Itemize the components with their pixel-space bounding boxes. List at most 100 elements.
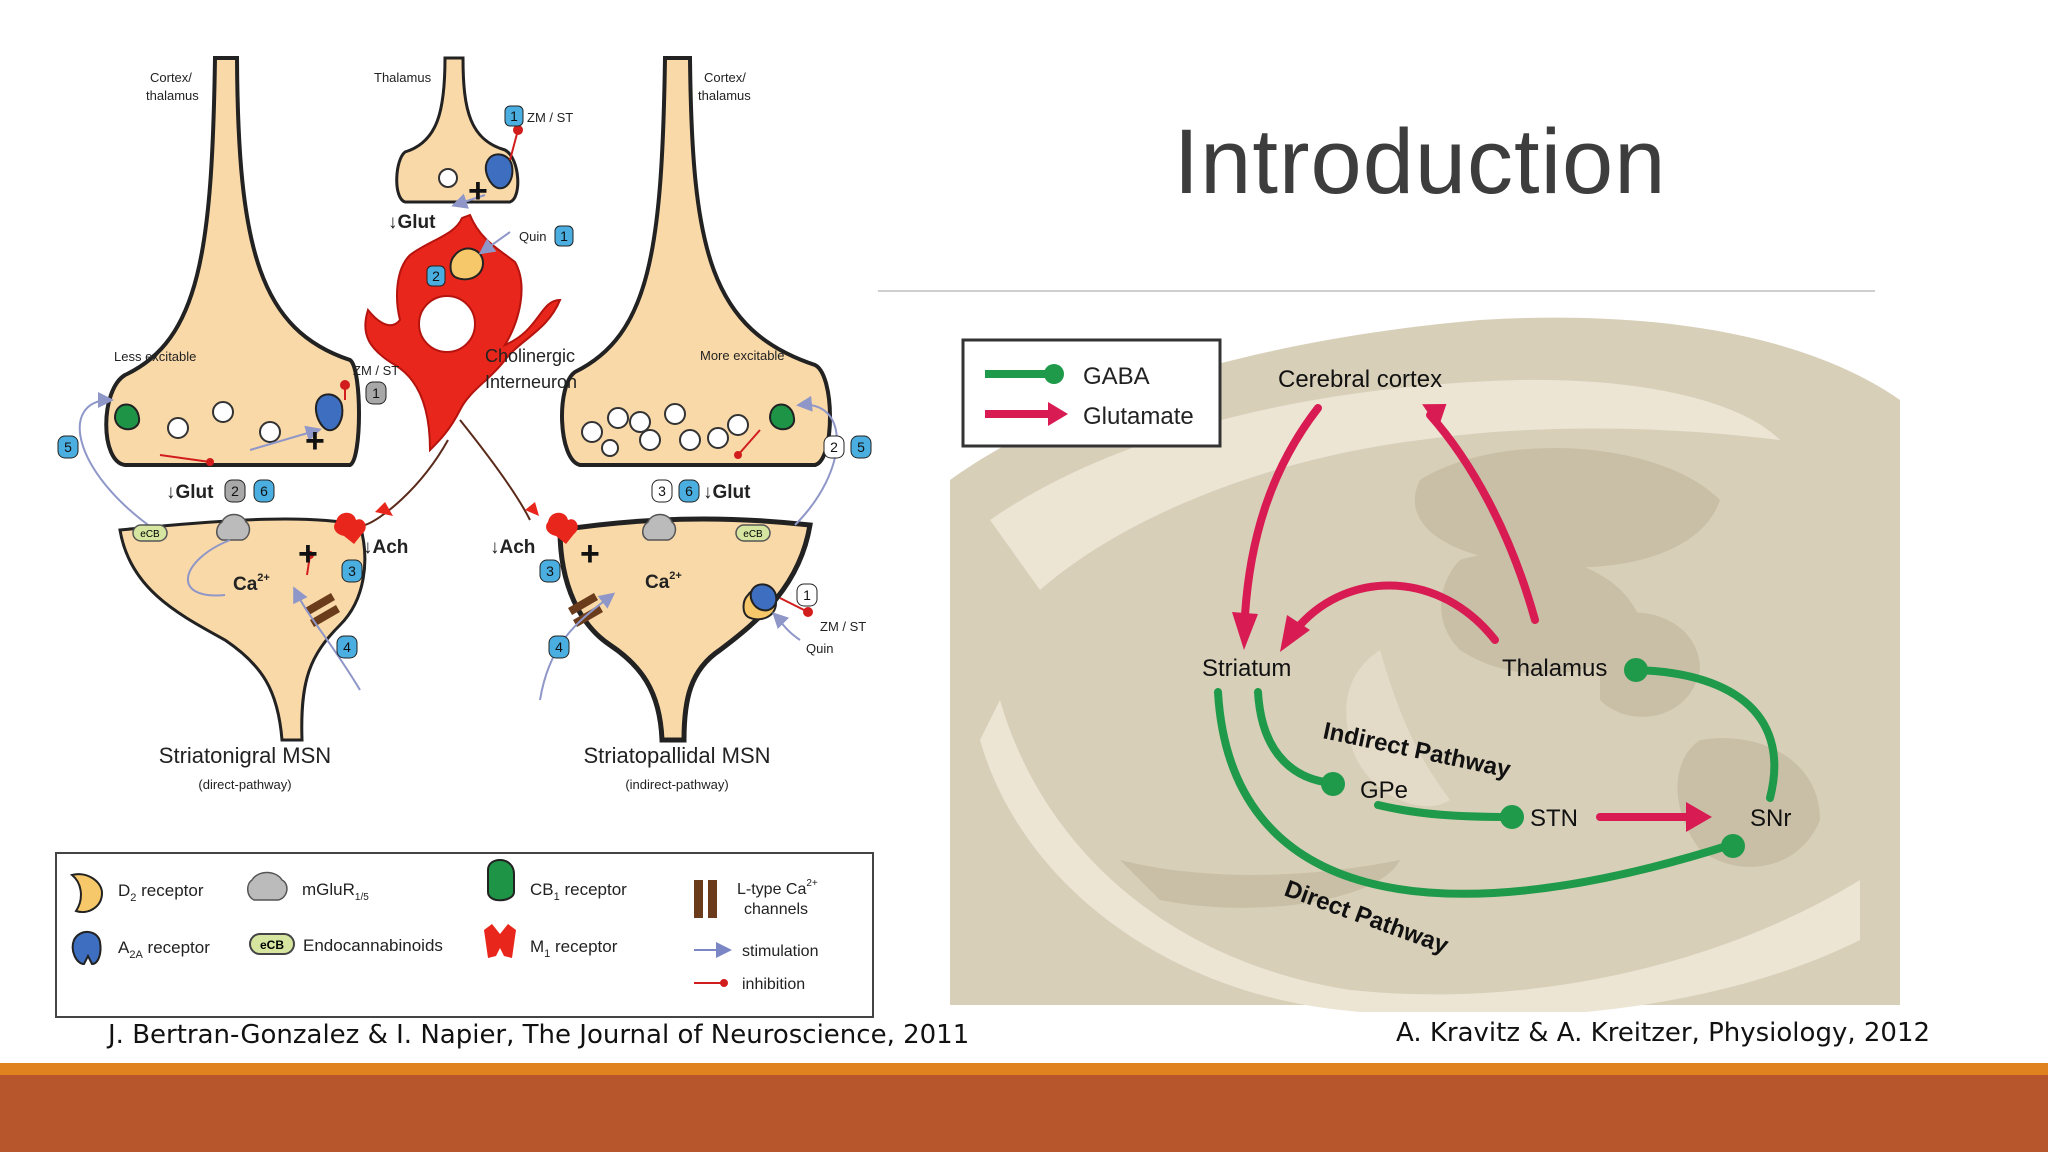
title-divider xyxy=(878,290,1875,292)
a2a-legend-icon xyxy=(71,931,102,966)
label-ca-right: Ca2+ xyxy=(645,570,682,593)
svg-text:inhibition: inhibition xyxy=(742,976,805,993)
svg-text:mGluR1/5: mGluR1/5 xyxy=(302,880,369,903)
svg-text:3: 3 xyxy=(546,563,554,579)
ecb-legend-icon xyxy=(249,933,295,955)
svg-text:3: 3 xyxy=(348,563,356,579)
thalamus-to-cortex-path xyxy=(1426,411,1539,624)
a2a-receptor-top xyxy=(484,153,514,190)
svg-text:5: 5 xyxy=(64,439,72,455)
basal-ganglia-diagram: GABA Glutamate xyxy=(948,312,1900,1012)
svg-text:+: + xyxy=(468,172,488,210)
right-presynaptic-terminal xyxy=(560,56,832,467)
svg-text:stimulation: stimulation xyxy=(742,943,818,960)
label-cholinergic-1: Cholinergic xyxy=(485,346,575,366)
svg-text:2: 2 xyxy=(432,268,440,284)
mglur-right xyxy=(642,513,677,541)
svg-text:+: + xyxy=(305,422,325,460)
svg-text:3: 3 xyxy=(658,483,666,499)
ecb-badge-left: eCB xyxy=(132,524,168,542)
legend-glutamate: Glutamate xyxy=(1083,403,1194,430)
a2a-receptor-right xyxy=(749,583,778,612)
svg-text:eCB: eCB xyxy=(743,529,763,540)
vesicles xyxy=(167,168,749,457)
pathway-legend: GABA Glutamate xyxy=(961,338,1222,448)
svg-text:2: 2 xyxy=(231,483,239,499)
label-zmst-left: ZM / ST xyxy=(353,363,399,378)
label-cortex-right: Cortex/ xyxy=(704,70,746,85)
label-glut-right: ↓Glut xyxy=(703,482,751,503)
label-cortex-left: Cortex/ xyxy=(150,70,192,85)
svg-text:6: 6 xyxy=(260,483,268,499)
label-quin-top: Quin xyxy=(519,229,546,244)
accent-line xyxy=(0,1063,2048,1075)
direct-pathway-path xyxy=(1214,688,1734,898)
label-thalamus-top: Thalamus xyxy=(374,70,432,85)
label-ach-right: ↓Ach xyxy=(490,537,535,558)
svg-text:1: 1 xyxy=(560,228,568,244)
label-cholinergic-2: Interneuron xyxy=(485,372,577,392)
svg-text:1: 1 xyxy=(510,108,518,124)
svg-text:+: + xyxy=(580,535,600,573)
cb1-legend-icon xyxy=(487,859,515,902)
svg-text:A2A receptor: A2A receptor xyxy=(118,938,210,961)
svg-text:channels: channels xyxy=(744,901,808,918)
svg-text:eCB: eCB xyxy=(140,529,160,540)
neuron-diagram: ++ ++ Cortex/ thalamus Thalamus Cortex/ … xyxy=(55,56,874,1018)
svg-text:M1 receptor: M1 receptor xyxy=(530,937,618,960)
a2a-receptor-left xyxy=(314,393,344,432)
d2-legend-icon xyxy=(69,873,104,913)
svg-text:CB1 receptor: CB1 receptor xyxy=(530,880,627,903)
l-type-legend-icon xyxy=(694,880,703,918)
cb1-receptor-left xyxy=(113,403,141,431)
label-striatum: Striatum xyxy=(1202,655,1291,682)
citation-left: J. Bertran-Gonzalez & I. Napier, The Jou… xyxy=(108,1020,970,1050)
m1-receptor-right xyxy=(546,512,578,544)
m1-receptor-left xyxy=(334,512,366,544)
footer-band xyxy=(0,1075,2048,1152)
label-thalamus-left: thalamus xyxy=(146,88,199,103)
label-zmst-top: ZM / ST xyxy=(527,110,573,125)
label-ca-left: Ca2+ xyxy=(233,572,270,595)
svg-text:1: 1 xyxy=(803,587,811,603)
label-snr: SNr xyxy=(1750,805,1791,832)
label-msn-right: Striatopallidal MSN xyxy=(583,743,770,768)
svg-text:1: 1 xyxy=(372,385,380,401)
svg-text:4: 4 xyxy=(343,639,351,655)
label-glut-top: ↓Glut xyxy=(388,212,436,233)
svg-text:L-type Ca2+: L-type Ca2+ xyxy=(737,878,818,898)
l-type-channel-right xyxy=(568,593,598,615)
left-msn-body xyxy=(118,517,367,742)
label-more-excitable: More excitable xyxy=(700,348,785,363)
label-ach-left: ↓Ach xyxy=(363,537,408,558)
d2-receptor-top xyxy=(449,247,485,281)
label-msn-right-sub: (indirect-pathway) xyxy=(625,777,728,792)
mglur-left xyxy=(216,513,251,541)
cb1-receptor-right xyxy=(768,403,796,431)
svg-text:5: 5 xyxy=(857,439,865,455)
indirect-pathway-path xyxy=(1254,688,1336,787)
thalamus-to-striatum-path xyxy=(1296,581,1499,644)
slide-title: Introduction xyxy=(1173,111,1667,213)
gpe-to-stn-path xyxy=(1374,801,1516,821)
label-less-excitable: Less excitable xyxy=(114,349,196,364)
mglur-legend-icon xyxy=(247,871,288,901)
cortex-to-striatum-path xyxy=(1241,404,1322,619)
svg-text:Endocannabinoids: Endocannabinoids xyxy=(303,936,443,955)
svg-text:6: 6 xyxy=(685,483,693,499)
citation-right: A. Kravitz & A. Kreitzer, Physiology, 20… xyxy=(1396,1018,1931,1048)
left-presynaptic-terminal xyxy=(104,56,361,467)
ecb-badge-right: eCB xyxy=(735,524,771,542)
legend-gaba: GABA xyxy=(1083,363,1150,390)
svg-text:+: + xyxy=(298,535,318,573)
label-gpe: GPe xyxy=(1360,777,1408,804)
svg-text:D2 receptor: D2 receptor xyxy=(118,881,204,904)
snr-to-thalamus-path xyxy=(1632,666,1779,802)
label-quin-right: Quin xyxy=(806,641,833,656)
label-thalamus-right: thalamus xyxy=(698,88,751,103)
label-msn-left: Striatonigral MSN xyxy=(159,743,331,768)
svg-text:eCB: eCB xyxy=(260,938,284,952)
l-type-channel-left xyxy=(305,593,335,615)
right-msn-body xyxy=(557,516,813,743)
